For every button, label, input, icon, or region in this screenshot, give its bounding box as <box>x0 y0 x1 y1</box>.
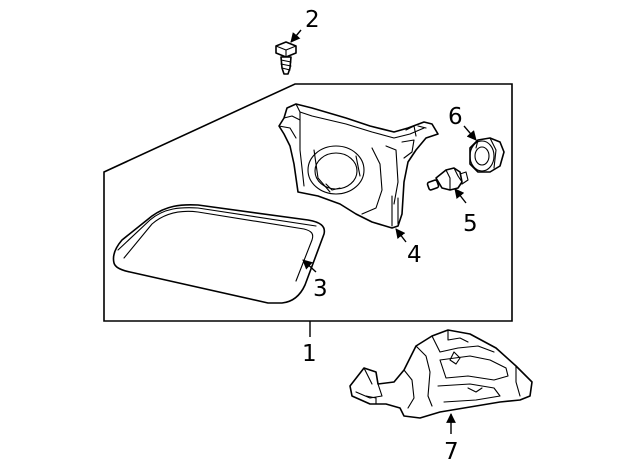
bulb-part <box>426 167 469 191</box>
housing-part <box>278 103 439 229</box>
leader-bolt <box>290 29 302 43</box>
callout-socket: 6 <box>448 104 463 130</box>
callout-lens: 3 <box>313 276 328 302</box>
callout-housing: 4 <box>407 242 422 268</box>
leader-bulb <box>454 188 467 204</box>
callout-bolt: 2 <box>305 7 320 33</box>
socket-part <box>469 137 505 173</box>
leader-lens <box>302 259 317 273</box>
leader-housing <box>395 228 407 243</box>
bracket-part <box>349 329 533 419</box>
bolt-part <box>275 41 297 75</box>
leader-socket <box>463 125 477 141</box>
callout-assembly: 1 <box>302 341 317 367</box>
callout-bracket: 7 <box>444 439 459 465</box>
lens-part <box>112 203 326 304</box>
callout-bulb: 5 <box>463 211 478 237</box>
